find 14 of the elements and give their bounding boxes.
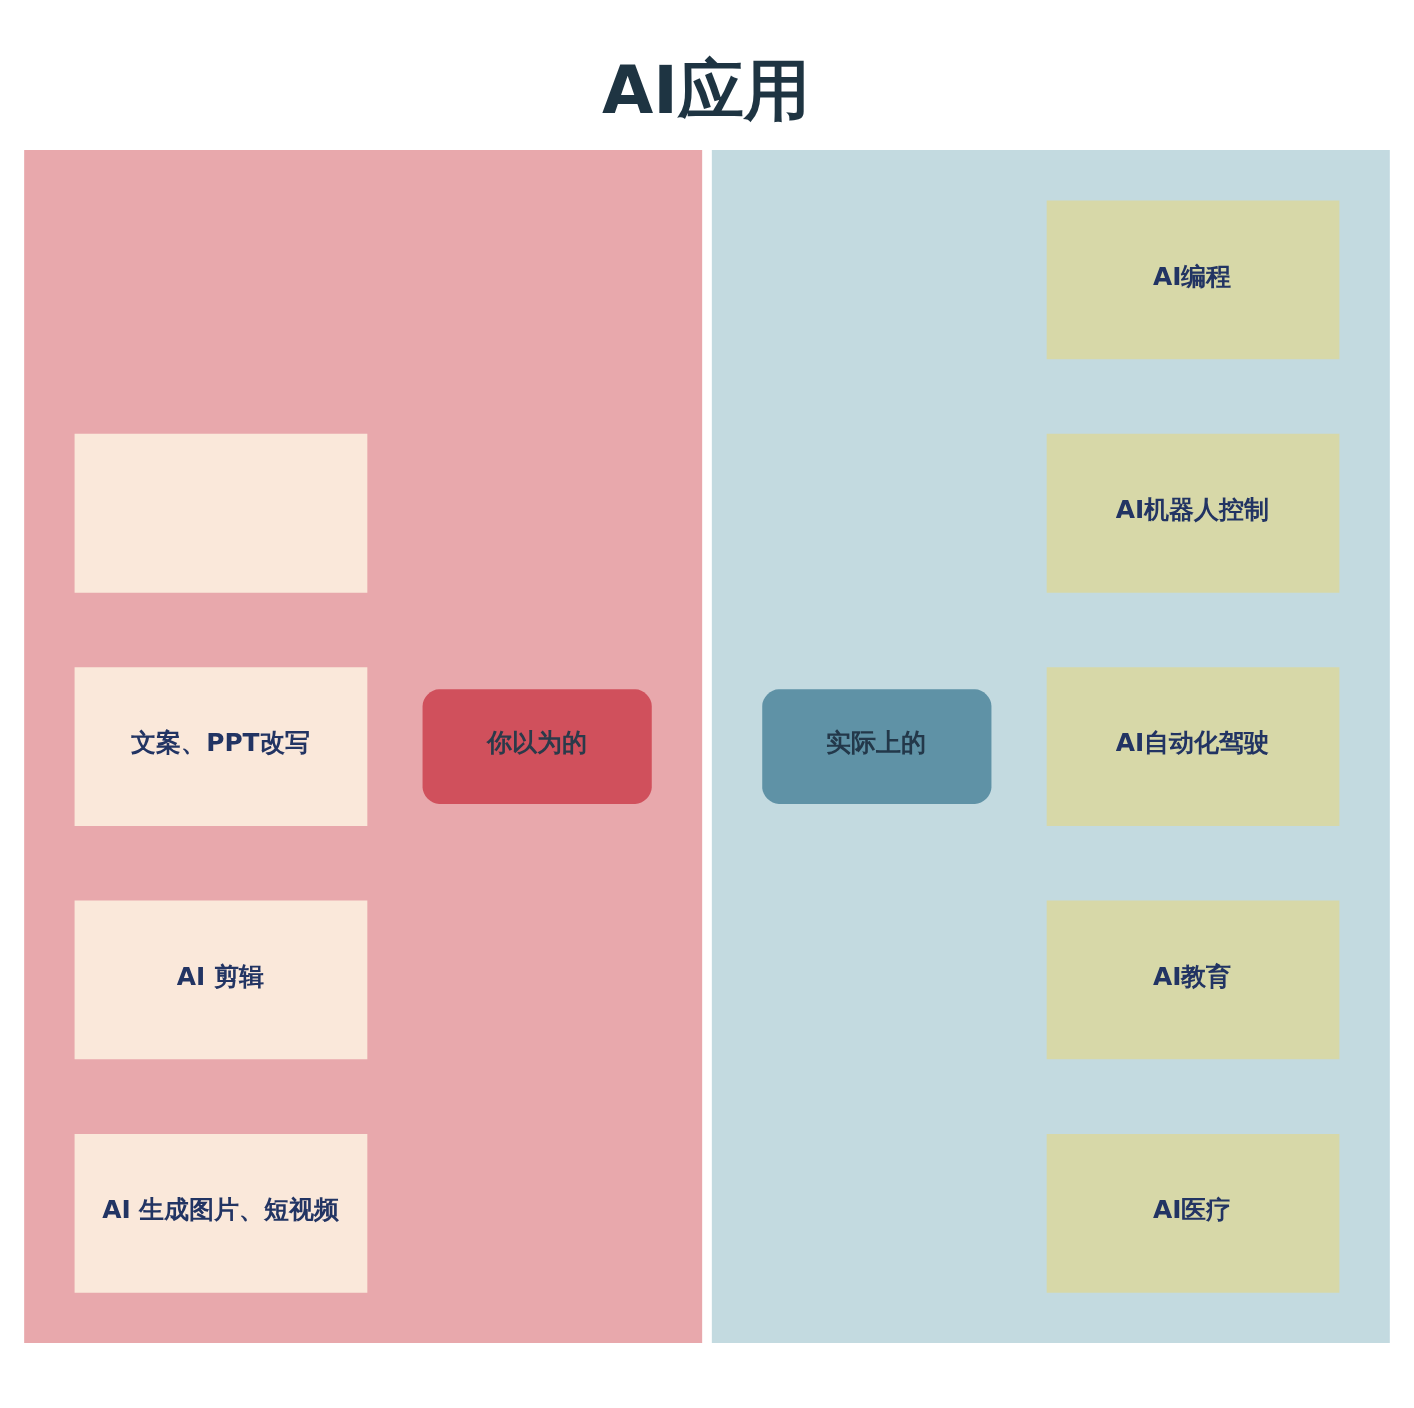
cluster xyxy=(24,149,703,1343)
node-box: AI 生成图片、短视频 xyxy=(74,1133,368,1293)
node-box: AI 剪辑 xyxy=(74,900,368,1059)
node-box: 实际上的 xyxy=(762,688,992,804)
cluster xyxy=(711,149,1390,1343)
node-box: 文案、PPT改写 xyxy=(74,666,368,826)
node-box: AI医疗 xyxy=(1046,1133,1340,1293)
node-box xyxy=(74,433,368,593)
diagram-title: AI应用 xyxy=(602,50,811,129)
node-box: 你以为的 xyxy=(422,688,652,804)
node-box: AI教育 xyxy=(1046,900,1340,1059)
node-box: AI自动化驾驶 xyxy=(1046,666,1340,826)
node-box: AI机器人控制 xyxy=(1046,433,1340,593)
node-box: AI编程 xyxy=(1046,200,1340,359)
